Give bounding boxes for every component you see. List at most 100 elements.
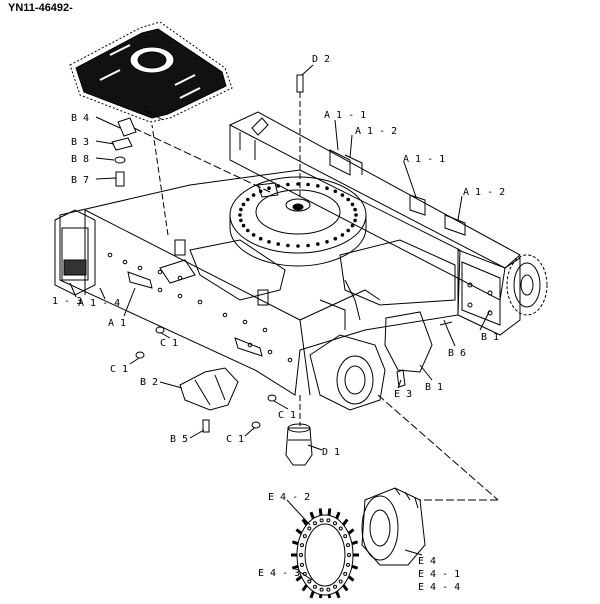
sprocket-bolt-hole — [343, 534, 348, 539]
sprocket-bolt-hole — [343, 571, 348, 576]
callout-a1-2-right: A 1 - 2 — [463, 187, 505, 198]
sprocket-tooth — [351, 540, 359, 546]
bolt-hole — [251, 193, 256, 197]
sprocket-e4-2 — [291, 508, 359, 599]
bolt-hole — [258, 189, 263, 194]
callout-e4-3: E 4 - 3 — [258, 568, 300, 579]
bolt-hole — [258, 236, 263, 241]
sprocket-bolt-hole — [307, 579, 312, 584]
sprocket-bolt-hole — [307, 526, 312, 531]
sprocket-bolt-hole — [299, 553, 303, 557]
sprocket-tooth — [309, 511, 315, 520]
callout-e4-4: E 4 - 4 — [418, 582, 460, 593]
callout-c1-a: C 1 — [160, 338, 178, 349]
callout-a1-2-left: A 1 - 2 — [355, 126, 397, 137]
bolt-hole — [296, 244, 300, 248]
sprocket-tooth — [291, 540, 299, 546]
callout-b4: B 4 — [71, 113, 89, 124]
bolt-hole — [340, 233, 345, 237]
bolt-hole — [239, 218, 243, 223]
callout-e4: E 4 — [418, 556, 436, 567]
bolt-hole — [286, 182, 290, 187]
bolt-hole — [316, 184, 320, 188]
bolt-hole — [353, 218, 357, 223]
bolt-hole — [333, 236, 338, 241]
bolt-hole — [350, 223, 355, 228]
sprocket-tooth — [347, 528, 355, 535]
sprocket-bolt-hole — [338, 526, 343, 531]
nut-c1-a — [155, 326, 165, 334]
travel-motor-e4 — [361, 487, 426, 566]
callout-b6: B 6 — [448, 348, 466, 359]
callout-c1-b: C 1 — [110, 364, 128, 375]
sprocket-bolt-hole — [347, 553, 351, 557]
bolt-hole — [316, 242, 320, 246]
callout-c1-d: C 1 — [226, 434, 244, 445]
callout-1-3: 1 - 3 — [52, 296, 82, 307]
bolt-e3 — [396, 369, 406, 388]
sprocket-tooth — [335, 590, 341, 599]
bolt-hole — [276, 242, 281, 246]
bolt-hole — [353, 207, 357, 212]
bolt-hole — [241, 202, 246, 207]
sprocket-tooth — [335, 511, 341, 520]
center-ring — [229, 176, 367, 267]
callout-e4-1: E 4 - 1 — [418, 569, 460, 580]
sprocket-tooth — [327, 594, 332, 599]
callout-e4-2: E 4 - 2 — [268, 492, 310, 503]
sprocket-tooth — [327, 508, 332, 516]
sprocket-bolt-hole — [326, 587, 331, 592]
cover-plate — [384, 311, 433, 373]
sprocket-tooth — [347, 575, 355, 582]
track-link-thumbnail — [69, 21, 233, 123]
bolt-b6 — [439, 319, 453, 331]
bolt-hole — [296, 182, 300, 186]
track-guard-b2 — [179, 367, 239, 411]
bolt-hole — [354, 213, 358, 217]
bolt-hole — [246, 197, 250, 202]
sprocket-bolt-hole — [313, 521, 317, 526]
sprocket-tooth — [351, 564, 359, 570]
callout-b1-b: B 1 — [425, 382, 443, 393]
sprocket-tooth — [301, 518, 308, 526]
sprocket-bolt-hole — [319, 587, 324, 592]
sprocket-bolt-hole — [319, 518, 324, 523]
callout-b3: B 3 — [71, 137, 89, 148]
bolt-hole — [306, 182, 310, 187]
hardware-left — [111, 117, 137, 187]
sprocket-bolt-hole — [313, 584, 317, 589]
bolt-hole — [333, 189, 338, 194]
sprocket-bolt-hole — [300, 543, 304, 548]
bolt-hole — [267, 186, 271, 190]
callout-b5: B 5 — [170, 434, 188, 445]
callout-b2: B 2 — [140, 377, 158, 388]
callout-b8: B 8 — [71, 154, 89, 165]
nut-c1-b — [135, 351, 145, 359]
bolt-d2 — [296, 74, 304, 93]
sprocket-tooth — [291, 564, 299, 570]
track-frame — [54, 111, 548, 396]
sprocket-tooth — [342, 518, 349, 526]
bolt-hole — [238, 213, 242, 217]
bolt-hole — [346, 228, 351, 233]
sprocket-bolt-hole — [346, 543, 350, 548]
bolt-b5 — [202, 419, 210, 433]
bolt-hole — [286, 243, 290, 248]
swivel-joint-d1 — [285, 423, 313, 466]
sprocket-bolt-hole — [326, 518, 331, 523]
sprocket-tooth — [309, 590, 315, 599]
sprocket-tooth — [318, 508, 323, 516]
sprocket-tooth — [295, 528, 303, 535]
sprocket-bolt-hole — [300, 562, 304, 567]
bolt-hole — [241, 223, 246, 228]
callout-d2: D 2 — [312, 54, 330, 65]
sprocket-bolt-hole — [338, 579, 343, 584]
bolt-hole — [340, 193, 345, 197]
sprocket-tooth — [318, 594, 323, 599]
sprocket-bolt-hole — [333, 584, 337, 589]
callout-d1: D 1 — [322, 447, 340, 458]
bolt-hole — [325, 240, 329, 244]
final-drive-housing — [309, 334, 386, 411]
